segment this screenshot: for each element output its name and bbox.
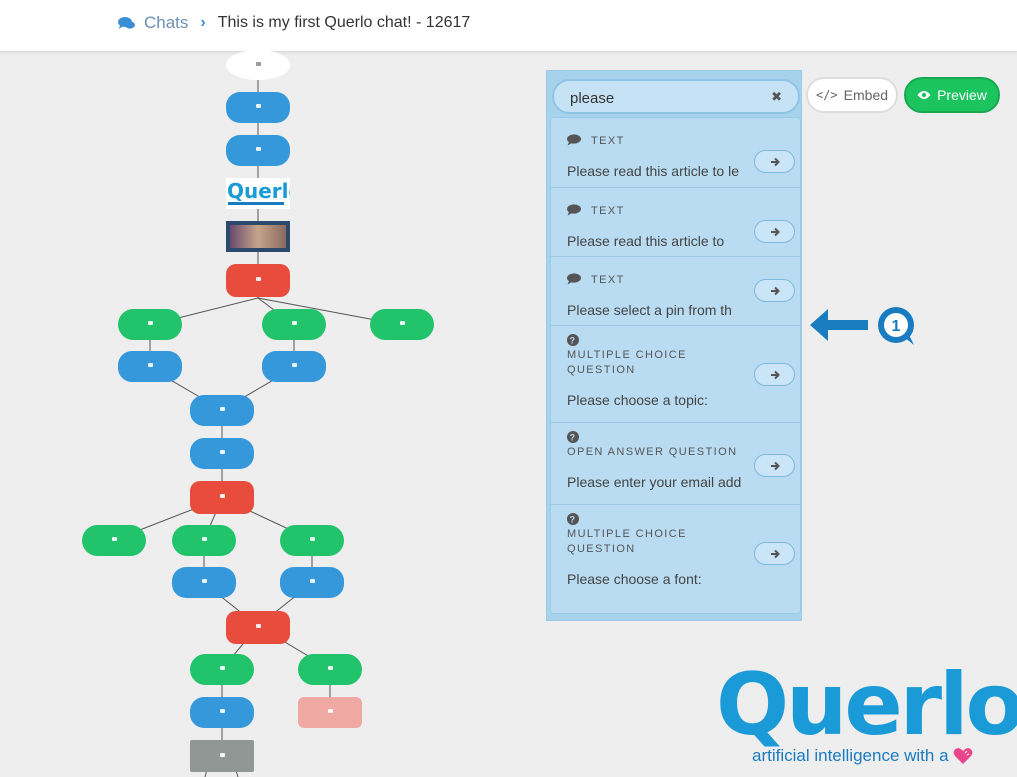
- arrow-right-icon: [770, 286, 780, 295]
- result-type: ? OPEN ANSWER QUESTION: [567, 431, 784, 460]
- search-result-item[interactable]: ? OPEN ANSWER QUESTION Please enter your…: [551, 423, 800, 505]
- result-type-label: TEXT: [591, 135, 625, 147]
- arrow-right-icon: [770, 461, 780, 470]
- result-type-label: TEXT: [591, 274, 625, 286]
- querlo-logo: Querlo artificial intelligence with a: [716, 655, 1017, 766]
- heart-icon: [953, 748, 972, 764]
- code-icon: </>: [815, 88, 838, 102]
- go-to-node-button[interactable]: [754, 220, 795, 243]
- go-to-node-button[interactable]: [754, 542, 795, 565]
- go-to-node-button[interactable]: [754, 363, 795, 386]
- result-text: Please select a pin from th: [567, 302, 732, 318]
- arrow-right-icon: [770, 549, 780, 558]
- flow-node-answer[interactable]: [298, 654, 362, 685]
- search-result-item[interactable]: TEXT Please read this article to le: [551, 118, 800, 188]
- flow-node[interactable]: [118, 351, 182, 382]
- comment-icon: [567, 204, 581, 216]
- flow-node-start[interactable]: [226, 50, 290, 80]
- flow-node[interactable]: [190, 697, 254, 728]
- search-results: TEXT Please read this article to le TEXT…: [550, 117, 801, 614]
- close-icon[interactable]: ✖: [771, 89, 782, 104]
- embed-button[interactable]: </> Embed: [806, 77, 898, 113]
- annotation-arrow: 1: [810, 307, 914, 345]
- annotation-number: 1: [892, 318, 901, 335]
- page-title: This is my first Querlo chat! - 12617: [217, 14, 471, 31]
- flow-node[interactable]: [226, 135, 290, 166]
- svg-text:Querlo: Querlo: [227, 179, 290, 203]
- eye-icon: [917, 91, 931, 99]
- flow-node-question[interactable]: [226, 264, 290, 297]
- preview-button-label: Preview: [937, 87, 987, 103]
- chat-flow-canvas[interactable]: Querlo: [0, 50, 540, 777]
- arrow-right-icon: [770, 157, 780, 166]
- result-text: Please enter your email add: [567, 474, 742, 490]
- flow-node[interactable]: [172, 567, 236, 598]
- search-panel: ✖ TEXT Please read this article to le TE…: [546, 70, 802, 621]
- flow-node-end[interactable]: [190, 740, 254, 772]
- question-circle-icon: ?: [567, 431, 579, 443]
- breadcrumb: Chats › This is my first Querlo chat! - …: [118, 13, 470, 33]
- result-type: TEXT: [567, 273, 784, 288]
- comment-icon: [567, 273, 581, 285]
- search-input[interactable]: [570, 88, 760, 108]
- result-type-label: MULTIPLE CHOICE QUESTION: [567, 349, 687, 376]
- flow-node-answer[interactable]: [370, 309, 434, 340]
- arrow-right-icon: [770, 370, 780, 379]
- question-circle-icon: ?: [567, 334, 579, 346]
- result-type: ? MULTIPLE CHOICE QUESTION: [567, 334, 784, 378]
- question-circle-icon: ?: [567, 513, 579, 525]
- flow-node-answer[interactable]: [190, 654, 254, 685]
- breadcrumb-separator: ›: [200, 14, 206, 31]
- result-type-label: OPEN ANSWER QUESTION: [567, 446, 738, 458]
- flow-node[interactable]: [190, 395, 254, 426]
- comment-icon: [567, 134, 581, 146]
- result-type-label: TEXT: [591, 205, 625, 217]
- result-type: ? MULTIPLE CHOICE QUESTION: [567, 513, 784, 557]
- top-bar: Chats › This is my first Querlo chat! - …: [0, 0, 1017, 52]
- result-text: Please choose a font:: [567, 571, 702, 587]
- flow-node-answer[interactable]: [172, 525, 236, 556]
- chats-link[interactable]: Chats: [144, 13, 189, 32]
- querlo-logo-thumbnail: Querlo: [227, 179, 290, 205]
- flow-node-answer[interactable]: [280, 525, 344, 556]
- svg-text:?: ?: [570, 336, 577, 346]
- flow-node-question[interactable]: [226, 611, 290, 644]
- flow-node-answer[interactable]: [82, 525, 146, 556]
- result-type: TEXT: [567, 134, 784, 149]
- embed-button-label: Embed: [843, 87, 889, 103]
- svg-text:?: ?: [570, 515, 577, 525]
- preview-button[interactable]: Preview: [904, 77, 1000, 113]
- go-to-node-button[interactable]: [754, 454, 795, 477]
- flow-node[interactable]: [280, 567, 344, 598]
- flow-node-image[interactable]: Querlo: [226, 178, 290, 209]
- flow-node-video[interactable]: [226, 221, 290, 252]
- logo-wordmark: Querlo: [716, 655, 1017, 755]
- result-type-label: MULTIPLE CHOICE QUESTION: [567, 528, 687, 555]
- search-result-item[interactable]: TEXT Please read this article to: [551, 188, 800, 257]
- result-text: Please choose a topic:: [567, 392, 708, 408]
- flow-node-answer[interactable]: [262, 309, 326, 340]
- flow-node[interactable]: [190, 438, 254, 469]
- search-result-item[interactable]: ? MULTIPLE CHOICE QUESTION Please choose…: [551, 326, 800, 423]
- video-thumbnail: [230, 225, 286, 248]
- svg-text:?: ?: [570, 433, 577, 443]
- search-field[interactable]: ✖: [552, 79, 800, 114]
- result-text: Please read this article to le: [567, 163, 739, 179]
- flow-node-disabled[interactable]: [298, 697, 362, 728]
- search-result-item[interactable]: TEXT Please select a pin from th: [551, 257, 800, 326]
- go-to-node-button[interactable]: [754, 279, 795, 302]
- flow-node-question[interactable]: [190, 481, 254, 514]
- flow-node-answer[interactable]: [118, 309, 182, 340]
- logo-tagline-text: artificial intelligence with a: [752, 746, 949, 765]
- result-type: TEXT: [567, 204, 784, 219]
- search-result-item[interactable]: ? MULTIPLE CHOICE QUESTION Please choose…: [551, 505, 800, 605]
- flow-node[interactable]: [262, 351, 326, 382]
- flow-node[interactable]: [226, 92, 290, 123]
- arrow-right-icon: [770, 227, 780, 236]
- logo-tagline: artificial intelligence with a: [752, 746, 1006, 766]
- go-to-node-button[interactable]: [754, 150, 795, 173]
- comments-icon: [118, 17, 135, 29]
- result-text: Please read this article to: [567, 233, 725, 249]
